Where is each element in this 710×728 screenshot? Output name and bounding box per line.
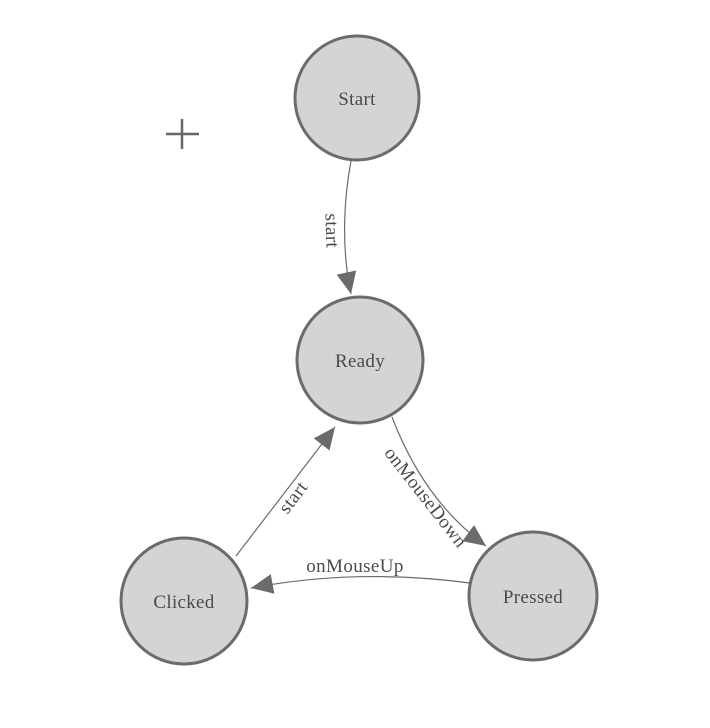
node-pressed-label: Pressed — [503, 587, 563, 608]
edge-label-onmouseup[interactable]: onMouseUp — [306, 556, 404, 577]
node-start-label: Start — [338, 89, 376, 110]
transition-pressed-to-clicked[interactable]: onMouseUp — [250, 556, 471, 594]
edge-label-start-2[interactable]: start — [275, 477, 313, 518]
edge-label-onmousedown[interactable]: onMouseDown — [380, 443, 471, 552]
crosshair-icon — [166, 119, 199, 149]
edge-path-start-to-ready[interactable] — [336, 160, 357, 295]
edge-path-clicked-to-ready[interactable] — [235, 426, 336, 557]
node-pressed-circle[interactable] — [467, 530, 599, 662]
node-start-circle[interactable] — [293, 34, 421, 162]
node-ready-label: Ready — [335, 351, 385, 372]
node-clicked[interactable]: Clicked — [119, 536, 249, 666]
node-clicked-circle[interactable] — [119, 536, 249, 666]
edge-path-pressed-to-clicked[interactable] — [250, 574, 471, 594]
transition-clicked-to-ready[interactable]: start — [235, 426, 336, 557]
node-ready[interactable]: Ready — [295, 295, 425, 425]
node-ready-circle[interactable] — [295, 295, 425, 425]
transition-ready-to-pressed[interactable]: onMouseDown — [380, 416, 487, 552]
node-pressed[interactable]: Pressed — [467, 530, 599, 662]
edge-path-ready-to-pressed[interactable] — [391, 416, 487, 547]
node-clicked-label: Clicked — [153, 592, 214, 613]
node-start[interactable]: Start — [293, 34, 421, 162]
edge-label-start[interactable]: start — [320, 213, 342, 249]
transition-start-to-ready[interactable]: start — [320, 160, 357, 295]
